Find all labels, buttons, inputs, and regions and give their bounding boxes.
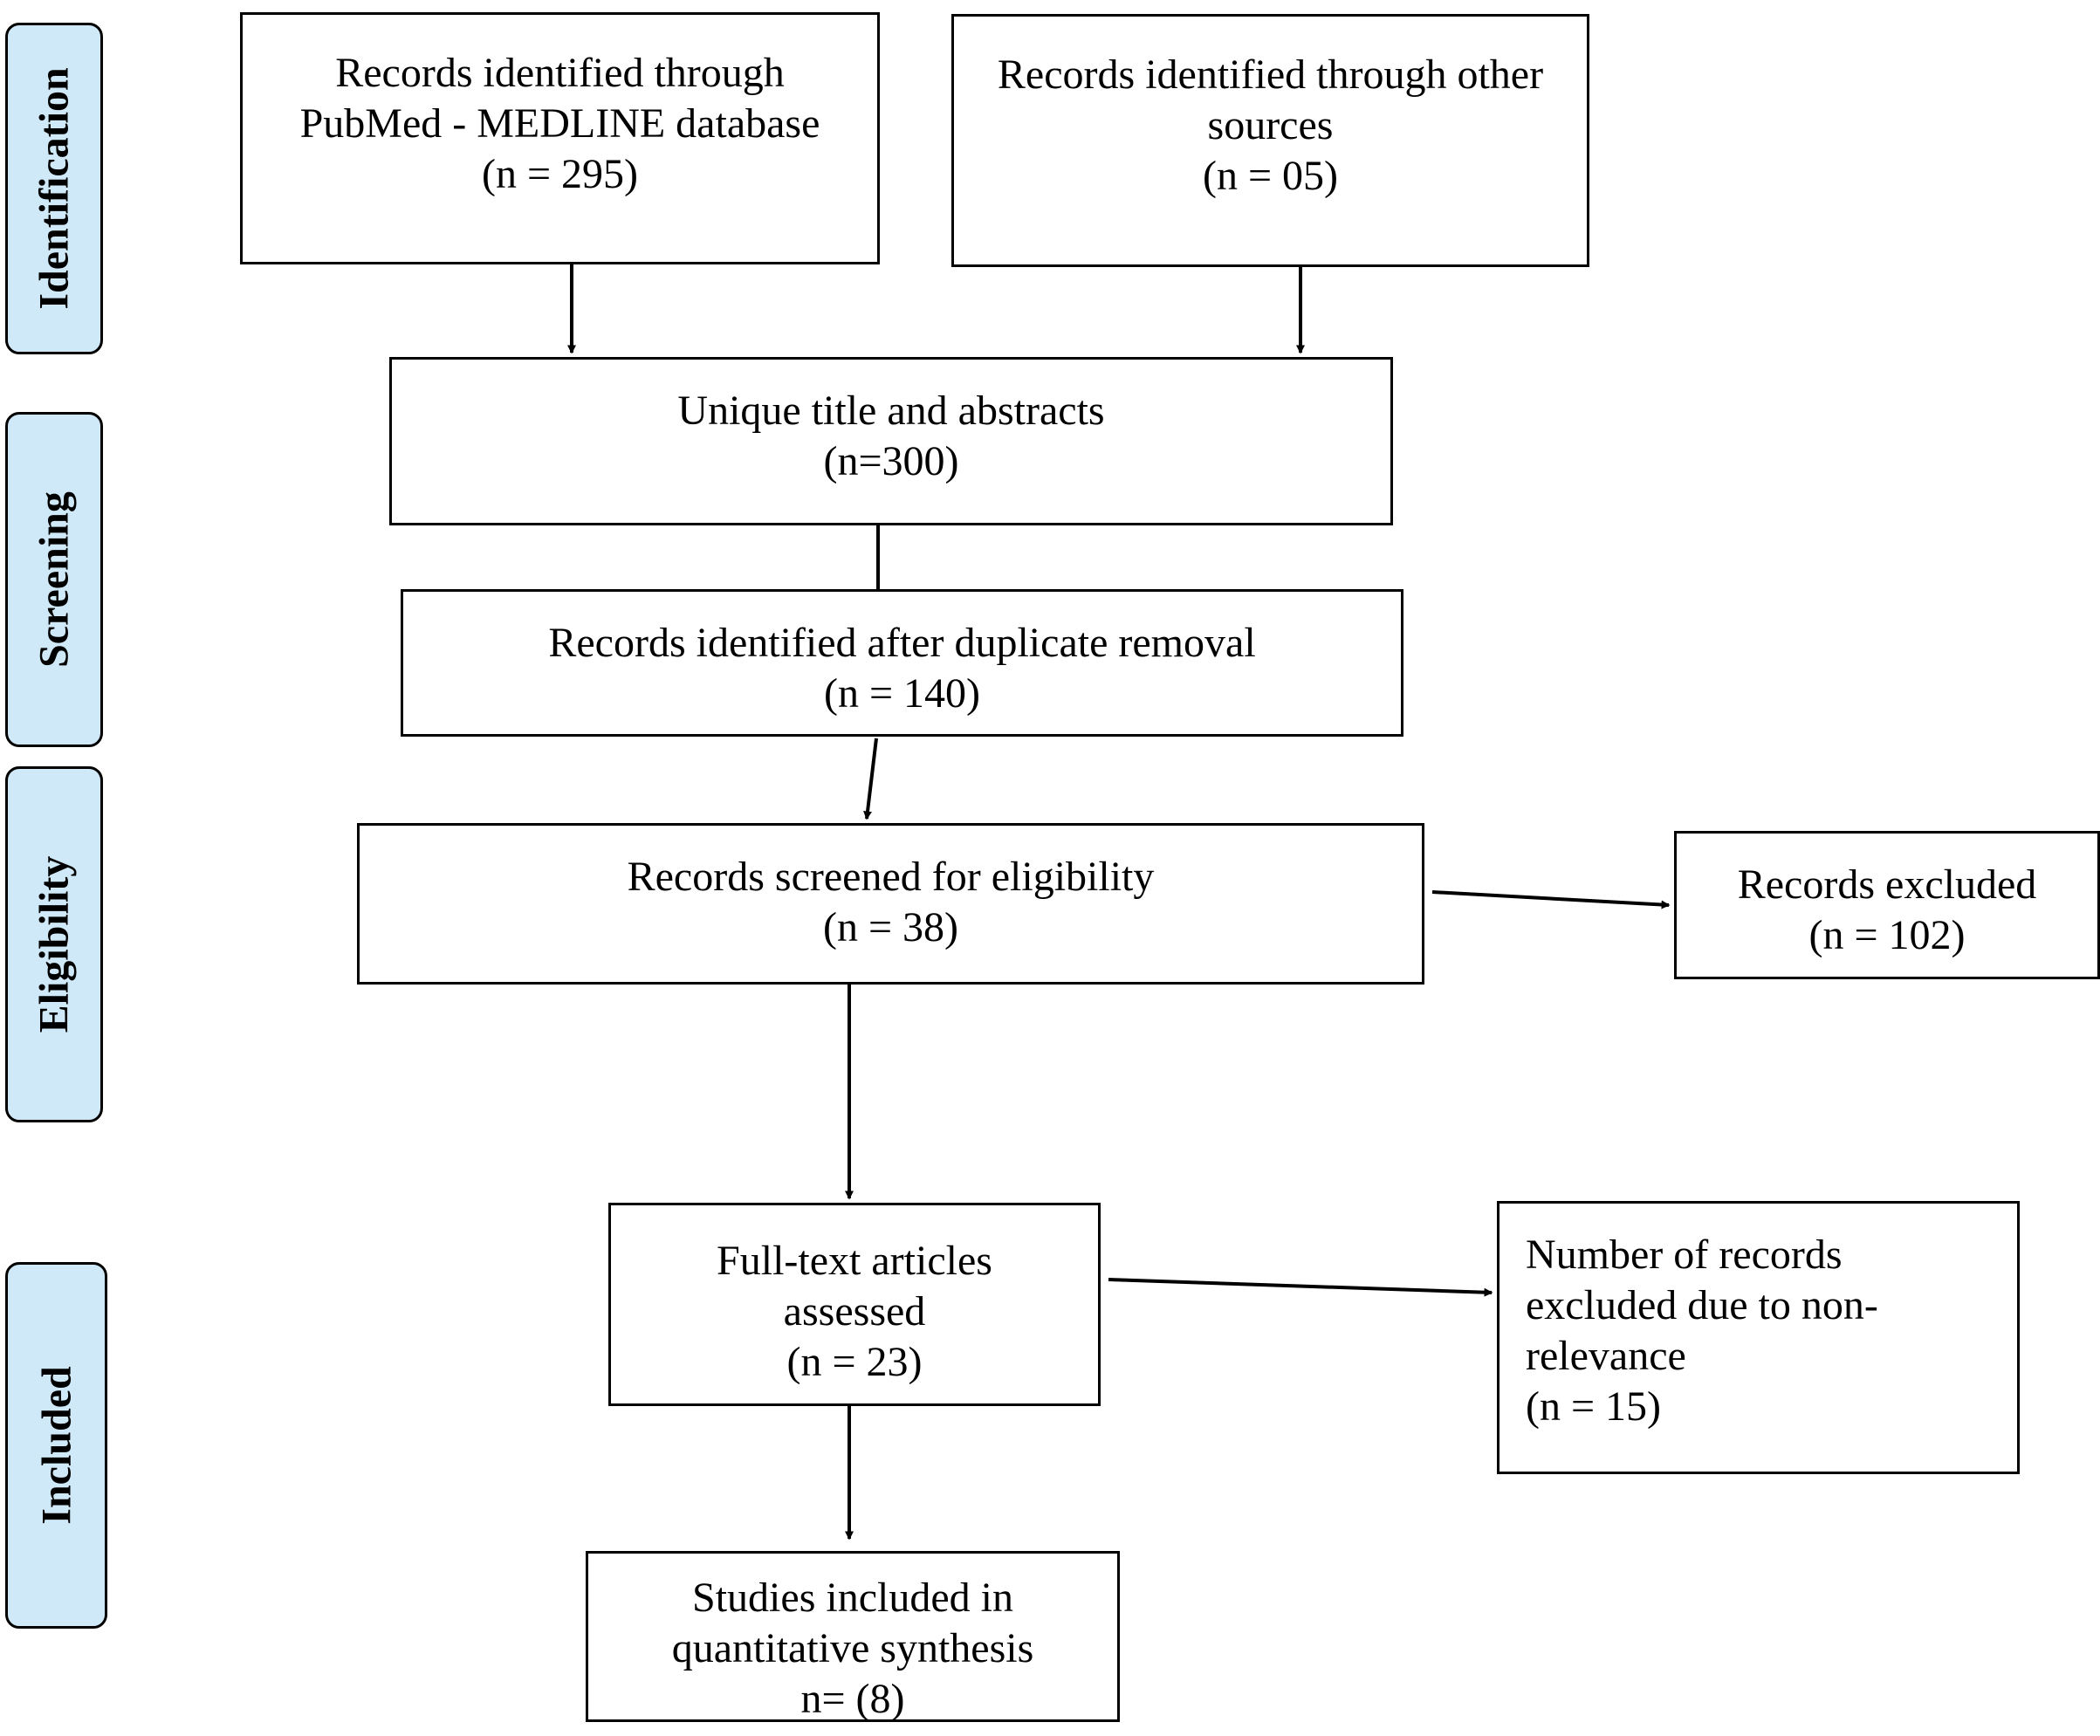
pubmed-records-box: Records identified through PubMed - MEDL… [240, 12, 880, 264]
stage-identification-label: Identification [31, 67, 78, 310]
included-studies-line-1: Studies included in [692, 1575, 1013, 1621]
after-duplicates-box: Records identified after duplicate remov… [401, 589, 1403, 737]
other-sources-box: Records identified through other sources… [951, 14, 1589, 267]
full-text-count: (n = 23) [786, 1339, 923, 1385]
pubmed-records-line-2: PubMed - MEDLINE database [299, 100, 820, 147]
pubmed-records-count: (n = 295) [481, 151, 639, 197]
screened-eligibility-count: (n = 38) [822, 904, 959, 950]
non-relevance-line-1: Number of records [1526, 1232, 1843, 1278]
stage-screening-label: Screening [31, 491, 78, 668]
stage-eligibility: Eligibility [5, 766, 103, 1122]
after-duplicates-line-1: Records identified after duplicate remov… [548, 620, 1256, 666]
stage-screening: Screening [5, 412, 103, 747]
included-studies-count: n= (8) [800, 1676, 905, 1722]
included-studies-line-2: quantitative synthesis [671, 1625, 1034, 1671]
unique-titles-count: (n=300) [823, 438, 959, 484]
unique-titles-box: Unique title and abstracts (n=300) [389, 357, 1393, 525]
stage-identification: Identification [5, 23, 103, 354]
screened-eligibility-line-1: Records screened for eligibility [627, 854, 1155, 900]
non-relevance-line-3: relevance [1526, 1333, 1686, 1379]
screened-eligibility-box: Records screened for eligibility (n = 38… [357, 823, 1424, 985]
included-studies-box: Studies included in quantitative synthes… [586, 1551, 1120, 1722]
arrow-screened-to-excluded [1431, 890, 1671, 909]
unique-titles-line-1: Unique title and abstracts [677, 388, 1105, 434]
full-text-line-2: assessed [783, 1288, 926, 1335]
stage-included-label: Included [33, 1366, 79, 1525]
stage-eligibility-label: Eligibility [31, 855, 78, 1033]
non-relevance-box: Number of records excluded due to non- r… [1497, 1201, 2020, 1474]
non-relevance-count: (n = 15) [1526, 1383, 1662, 1430]
other-sources-line-1: Records identified through other [997, 51, 1544, 98]
stage-included: Included [5, 1262, 107, 1629]
records-excluded-line-1: Records excluded [1737, 861, 2037, 908]
records-excluded-count: (n = 102) [1808, 912, 1966, 958]
non-relevance-line-2: excluded due to non- [1526, 1282, 1878, 1328]
full-text-box: Full-text articles assessed (n = 23) [608, 1203, 1101, 1406]
after-duplicates-count: (n = 140) [823, 670, 981, 717]
other-sources-count: (n = 05) [1202, 153, 1339, 199]
arrow-fulltext-to-nonrelevance [1108, 1278, 1493, 1297]
other-sources-line-2: sources [1207, 102, 1334, 148]
pubmed-records-line-1: Records identified through [335, 50, 785, 96]
full-text-line-1: Full-text articles [717, 1238, 992, 1284]
records-excluded-box: Records excluded (n = 102) [1674, 831, 2100, 979]
arrow-deduplicated-to-screened [863, 738, 878, 820]
